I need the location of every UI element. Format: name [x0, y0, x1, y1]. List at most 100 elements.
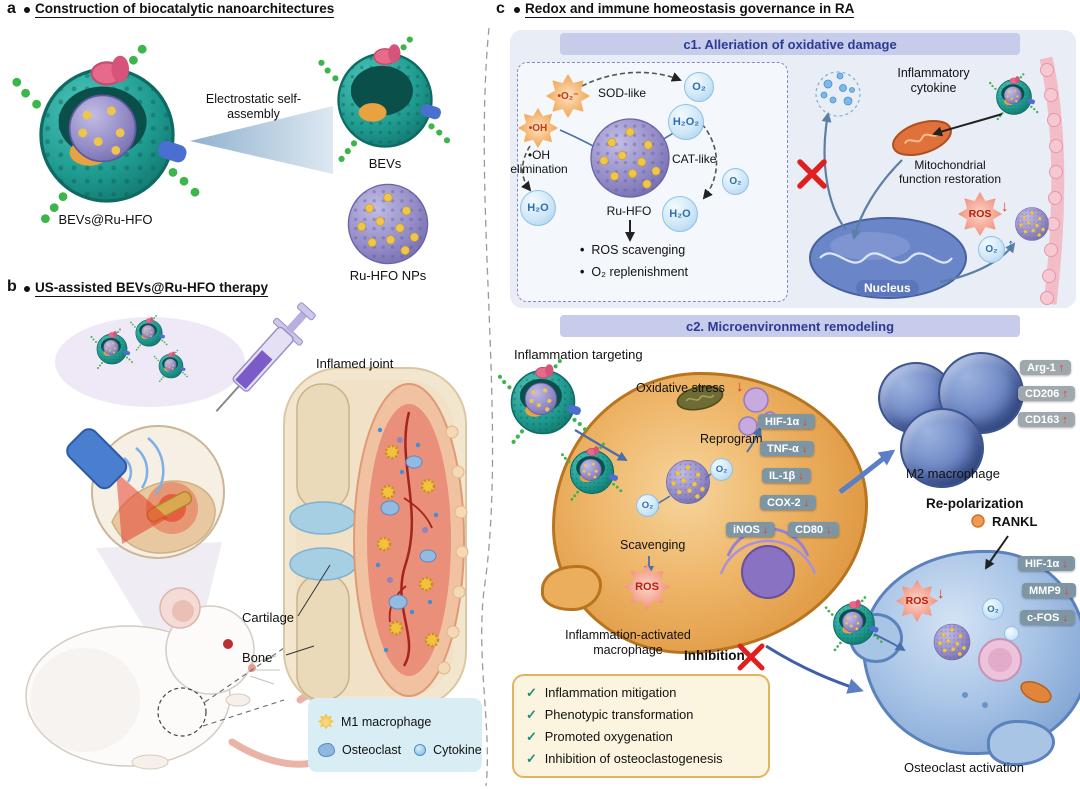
- bevs-ru-hfo-assembly-illustration: [12, 35, 452, 265]
- legend-m1-row: M1 macrophage: [318, 713, 472, 730]
- panel-a-label: a: [7, 0, 16, 17]
- check-icon: ✓: [526, 707, 537, 722]
- h2o2-bubble: H₂O₂: [668, 104, 704, 140]
- outcomes-checklist-box: ✓ Inflammation mitigation ✓ Phenotypic t…: [512, 674, 770, 778]
- cytokine-icon: [414, 743, 427, 756]
- cytokine-icons: [375, 427, 439, 653]
- rankl-icon: [971, 514, 985, 528]
- nucleus-label: Nucleus: [856, 280, 919, 296]
- osteoclast-icons: [380, 455, 437, 610]
- checklist-item: ✓ Inhibition of osteoclastogenesis: [526, 751, 723, 766]
- bullet-dot-icon: [514, 6, 520, 13]
- marker-badge-cox2: COX-2↓: [760, 495, 817, 510]
- inflammation-targeting-label: Inflammation targeting: [514, 347, 643, 362]
- panel-b-label: b: [7, 278, 17, 295]
- marker-badge-cd80: CD80↓: [788, 522, 839, 537]
- marker-badge-mmp9: MMP9↓: [1022, 583, 1077, 598]
- legend-cytokine-label: Cytokine: [433, 742, 482, 757]
- ru-hfo-nps-label: Ru-HFO NPs: [349, 268, 427, 283]
- marker-badge-cd163: CD163↑: [1018, 412, 1075, 427]
- osteoclast-activation-label: Osteoclast activation: [904, 760, 1024, 775]
- m1-cell-label: Inflammation-activated macrophage: [565, 628, 691, 657]
- superoxide-burst: •O₂⁻: [546, 74, 590, 118]
- check-icon: ✓: [526, 751, 537, 766]
- zoom-circle-illustration: [91, 425, 225, 559]
- bullet-icon: •: [580, 265, 585, 279]
- h2o-bubble: H₂O: [520, 190, 556, 226]
- c2-header: c2. Microenvironment remodeling: [560, 315, 1020, 337]
- down-arrow-icon: ↓: [802, 415, 808, 428]
- checklist-item: ✓ Promoted oxygenation: [526, 729, 673, 744]
- inhibition-label: Inhibition: [684, 648, 745, 663]
- repolarization-label: Re-polarization: [926, 496, 1024, 511]
- o2-bubble: O₂: [978, 236, 1005, 263]
- up-arrow-icon: ↑: [1062, 413, 1068, 426]
- ros-burst: ROS: [624, 564, 670, 610]
- ros-scavenging-bullet: • ROS scavenging: [580, 243, 686, 257]
- m1-macrophage-icons: [376, 444, 440, 648]
- sod-like-label: SOD-like: [598, 86, 647, 100]
- m2-macrophage-cell-3: [900, 408, 984, 488]
- up-arrow-icon: ↑: [1058, 361, 1065, 374]
- o2-replenishment-bullet: • O₂ replenishment: [580, 265, 688, 279]
- marker-badge-cd206: CD206↑: [1018, 386, 1075, 401]
- checklist-item: ✓ Inflammation mitigation: [526, 685, 677, 700]
- bevs-label: BEVs: [368, 156, 402, 171]
- bullet-icon: •: [580, 243, 585, 257]
- ros-down-arrow-icon: ↓: [1001, 198, 1009, 215]
- legend-box: M1 macrophage Osteoclast Cytokine: [308, 698, 482, 772]
- down-arrow-icon: ↓: [801, 442, 808, 455]
- down-arrow-icon: ↓: [762, 523, 769, 536]
- bullet-dot-icon: [24, 285, 30, 292]
- o2-bubble: O₂: [710, 458, 733, 481]
- marker-badge-hif1a: HIF-1α↓: [758, 414, 815, 429]
- ros-burst: ROS: [896, 580, 938, 622]
- legend-m1-label: M1 macrophage: [341, 714, 432, 729]
- o2-bubble: O₂: [636, 494, 659, 517]
- marker-badge-hif1a-oc: HIF-1α↓: [1018, 556, 1075, 571]
- down-arrow-icon: ↓: [803, 496, 810, 509]
- h2o-bubble: H₂O: [662, 196, 698, 232]
- ros-down-arrow-icon: ↓: [937, 585, 945, 602]
- bullet-dot-icon: [24, 6, 30, 13]
- syringe-icon: [215, 302, 316, 412]
- o2-up-arrow-icon: ↑: [1007, 236, 1015, 253]
- checklist-item: ✓ Phenotypic transformation: [526, 707, 694, 722]
- check-icon: ✓: [526, 685, 537, 700]
- inflammatory-cytokine-label: Inflammatory cytokine: [897, 66, 970, 95]
- mito-restoration-label: Mitochondrial function restoration: [898, 158, 1002, 187]
- marker-badge-cfos: c-FOS↓: [1020, 610, 1075, 625]
- legend-osteoclast-label: Osteoclast: [342, 742, 402, 757]
- cat-like-label: CAT-like: [672, 152, 717, 166]
- legend-row-2: Osteoclast Cytokine: [318, 742, 482, 757]
- down-arrow-icon: ↓: [826, 523, 832, 536]
- ru-hfo-label: Ru-HFO: [606, 204, 652, 218]
- c1-header: c1. Alleriation of oxidative damage: [560, 33, 1020, 55]
- marker-badge-inos: iNOS↓: [726, 522, 776, 537]
- down-arrow-icon: ↓: [798, 469, 804, 482]
- marker-badge-il1b: IL-1β↓: [762, 468, 811, 483]
- ultrasound-probe-icon: [66, 428, 168, 544]
- panel-divider-dashed-line: [481, 27, 494, 787]
- m2-cell-label: M2 macrophage: [906, 466, 1000, 481]
- oh-elimination-label: •OH elimination: [510, 148, 568, 177]
- bevs-ru-hfo-label: BEVs@Ru-HFO: [58, 212, 153, 227]
- panel-c-label: c: [496, 0, 505, 17]
- reprogram-label: Reprogram: [700, 432, 763, 446]
- panel-c-title: Redox and immune homeostasis governance …: [514, 1, 855, 18]
- osteoclast-cell: [849, 550, 1080, 766]
- down-arrow-icon: ↓: [1063, 584, 1070, 597]
- marker-badge-arg1: Arg-1↑: [1020, 360, 1072, 375]
- o2-bubble: O₂: [684, 72, 714, 102]
- rankl-label: RANKL: [992, 514, 1038, 529]
- cartilage-label: Cartilage: [242, 610, 295, 625]
- oxidative-stress-label: Oxidative stress: [636, 381, 725, 395]
- inflamed-joint-label: Inflamed joint: [316, 356, 394, 371]
- o2-bubble: O₂: [722, 168, 749, 195]
- inflamed-joint-illustration: [283, 367, 469, 709]
- down-arrow-icon: ↓: [1062, 557, 1068, 570]
- m1-macrophage-cell: [541, 372, 868, 654]
- o2-bubble: O₂: [982, 598, 1004, 620]
- ros-burst: ROS: [958, 192, 1002, 236]
